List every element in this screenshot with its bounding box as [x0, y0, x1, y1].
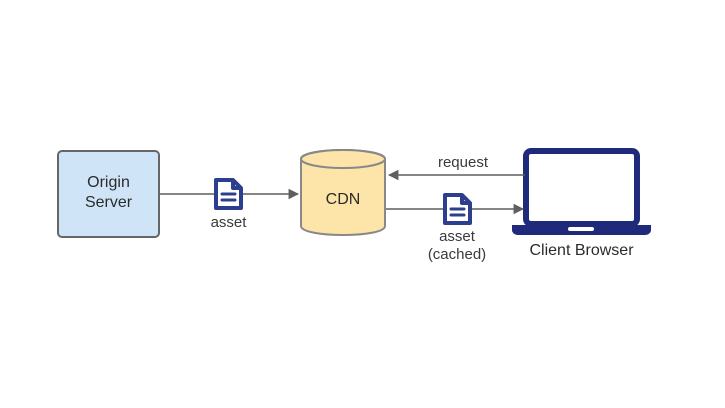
origin-server-line2: Server: [84, 194, 133, 211]
laptop-icon: [512, 148, 651, 235]
cdn-label: CDN: [325, 191, 361, 208]
origin-to-cdn-asset-label: asset: [210, 214, 247, 231]
request-label: request: [437, 154, 489, 171]
origin-server-box: [57, 150, 160, 238]
client-browser-label: Client Browser: [529, 242, 634, 259]
cached-asset-line1: asset: [439, 228, 475, 245]
cdn-cylinder: [300, 149, 386, 236]
cached-asset-label: asset (cached): [414, 228, 500, 264]
document-icon: [443, 193, 472, 225]
cached-asset-line2: (cached): [427, 246, 487, 263]
origin-server-line1: Origin: [87, 174, 130, 191]
document-icon: [214, 178, 243, 210]
origin-server-label: Origin Server: [58, 173, 159, 213]
